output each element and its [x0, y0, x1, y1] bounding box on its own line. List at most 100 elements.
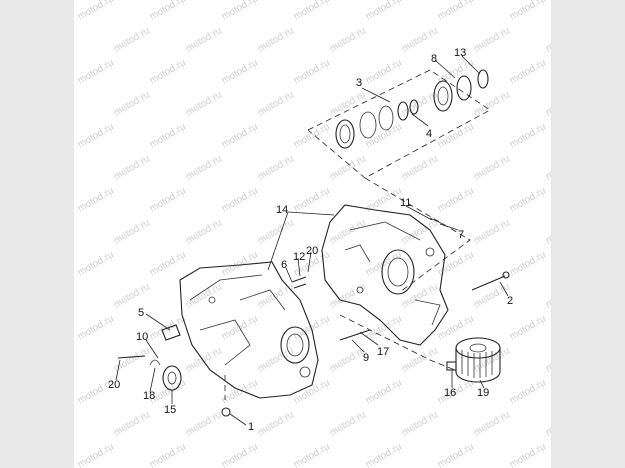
watermark-text: motod.ru	[364, 377, 404, 406]
watermark-text: motod.ru	[544, 89, 551, 118]
watermark-text: motod.ru	[364, 121, 404, 150]
watermark-text: motod.ru	[292, 57, 332, 86]
watermark-text: motod.ru	[184, 345, 224, 374]
watermark-text: motod.ru	[76, 441, 116, 468]
watermark-text: motod.ru	[184, 89, 224, 118]
watermark-text: motod.ru	[328, 89, 368, 118]
leader-lines	[115, 55, 509, 426]
watermark-text: motod.ru	[328, 217, 368, 246]
right-crankcase-half	[321, 204, 449, 346]
watermark-text: motod.ru	[292, 313, 332, 342]
watermark-text: motod.ru	[112, 25, 152, 54]
watermark-text: motod.ru	[508, 0, 548, 23]
callout-17: 17	[377, 346, 389, 358]
watermark-text: motod.ru	[328, 409, 368, 438]
small-hardware	[117, 217, 510, 417]
watermark-text: motod.ru	[328, 25, 368, 54]
watermark-text: motod.ru	[148, 0, 188, 23]
callout-15: 15	[164, 404, 176, 416]
oil-filter	[455, 337, 501, 383]
watermark-text: motod.ru	[400, 409, 440, 438]
watermark-text: motod.ru	[112, 153, 152, 182]
watermark-text: motod.ru	[544, 409, 551, 438]
watermark-text: motod.ru	[508, 57, 548, 86]
callout-5: 5	[138, 307, 144, 319]
watermark-text: motod.ru	[436, 0, 476, 23]
callout-16: 16	[444, 387, 456, 399]
watermark-text: motod.ru	[328, 153, 368, 182]
watermark-text: motod.ru	[364, 185, 404, 214]
callout-18: 18	[143, 390, 155, 402]
watermark-text: motod.ru	[220, 57, 260, 86]
watermark-text: motod.ru	[256, 217, 296, 246]
watermark-text: motod.ru	[400, 25, 440, 54]
watermark-text: motod.ru	[148, 441, 188, 468]
left-crankcase-half	[179, 261, 319, 399]
watermark-text: motod.ru	[292, 0, 332, 23]
watermark-text: motod.ru	[76, 121, 116, 150]
callout-3: 3	[356, 77, 362, 89]
watermark-text: motod.ru	[184, 25, 224, 54]
watermark-text: motod.ru	[472, 281, 512, 310]
callout-7: 7	[458, 229, 464, 241]
watermark-text: motod.ru	[220, 441, 260, 468]
watermark-text: motod.ru	[76, 0, 116, 23]
watermark-text: motod.ru	[292, 441, 332, 468]
watermark-text: motod.ru	[508, 249, 548, 278]
watermark-text: motod.ru	[148, 57, 188, 86]
watermark-text: motod.ru	[544, 345, 551, 374]
watermark-text: motod.ru	[112, 89, 152, 118]
watermark-text: motod.ru	[184, 281, 224, 310]
watermark-text: motod.ru	[256, 281, 296, 310]
watermark-text: motod.ru	[256, 89, 296, 118]
callout-8: 8	[431, 53, 437, 65]
callout-4: 4	[426, 128, 432, 140]
watermark-text: motod.ru	[76, 57, 116, 86]
watermark-text: motod.ru	[148, 185, 188, 214]
watermark-text: motod.ru	[76, 249, 116, 278]
callout-labels: 13 8 3 4 14 11 7 20 12 6 2 5 10 17 9 20 …	[108, 47, 513, 433]
watermark-text: motod.ru	[508, 441, 548, 468]
watermark-text: motod.ru	[184, 409, 224, 438]
callout-11: 11	[400, 197, 411, 209]
callout-12: 12	[293, 251, 305, 263]
watermark-text: motod.ru	[472, 217, 512, 246]
watermark-text: motod.ru	[148, 249, 188, 278]
watermark-text: motod.ru	[220, 0, 260, 23]
watermark-text: motod.ru	[292, 121, 332, 150]
watermark-text: motod.ru	[184, 217, 224, 246]
callout-14: 14	[276, 204, 288, 216]
watermark-text: motod.ru	[544, 217, 551, 246]
callout-2: 2	[507, 295, 513, 307]
watermark-text: motod.ru	[256, 153, 296, 182]
watermark-text: motod.ru	[472, 25, 512, 54]
callout-20-bottom: 20	[108, 379, 120, 391]
watermark-text: motod.ru	[472, 153, 512, 182]
watermark-text: motod.ru	[364, 57, 404, 86]
watermark-text: motod.ru	[400, 153, 440, 182]
watermark-text: motod.ru	[256, 25, 296, 54]
callout-20-top: 20	[306, 245, 318, 257]
callout-13: 13	[454, 47, 466, 59]
watermark-text: motod.ru	[256, 409, 296, 438]
watermark-text: motod.ru	[256, 345, 296, 374]
watermark-text: motod.ru	[184, 153, 224, 182]
watermark-text: motod.ru	[76, 185, 116, 214]
watermark-text: motod.ru	[292, 185, 332, 214]
watermark-text: motod.ru	[508, 185, 548, 214]
watermark-text: motod.ru	[364, 249, 404, 278]
watermark-text: motod.ru	[400, 281, 440, 310]
bearing-ring-stack	[335, 69, 489, 149]
watermark-text: motod.ru	[112, 409, 152, 438]
watermark-text: motod.ru	[508, 313, 548, 342]
watermark-text: motod.ru	[508, 377, 548, 406]
watermark-text: motod.ru	[76, 313, 116, 342]
watermark-text: motod.ru	[436, 185, 476, 214]
watermark-text: motod.ru	[148, 121, 188, 150]
watermark-text: motod.ru	[364, 441, 404, 468]
watermark-text: motod.ru	[472, 409, 512, 438]
watermark-text: motod.ru	[544, 281, 551, 310]
watermark-text: motod.ru	[220, 121, 260, 150]
